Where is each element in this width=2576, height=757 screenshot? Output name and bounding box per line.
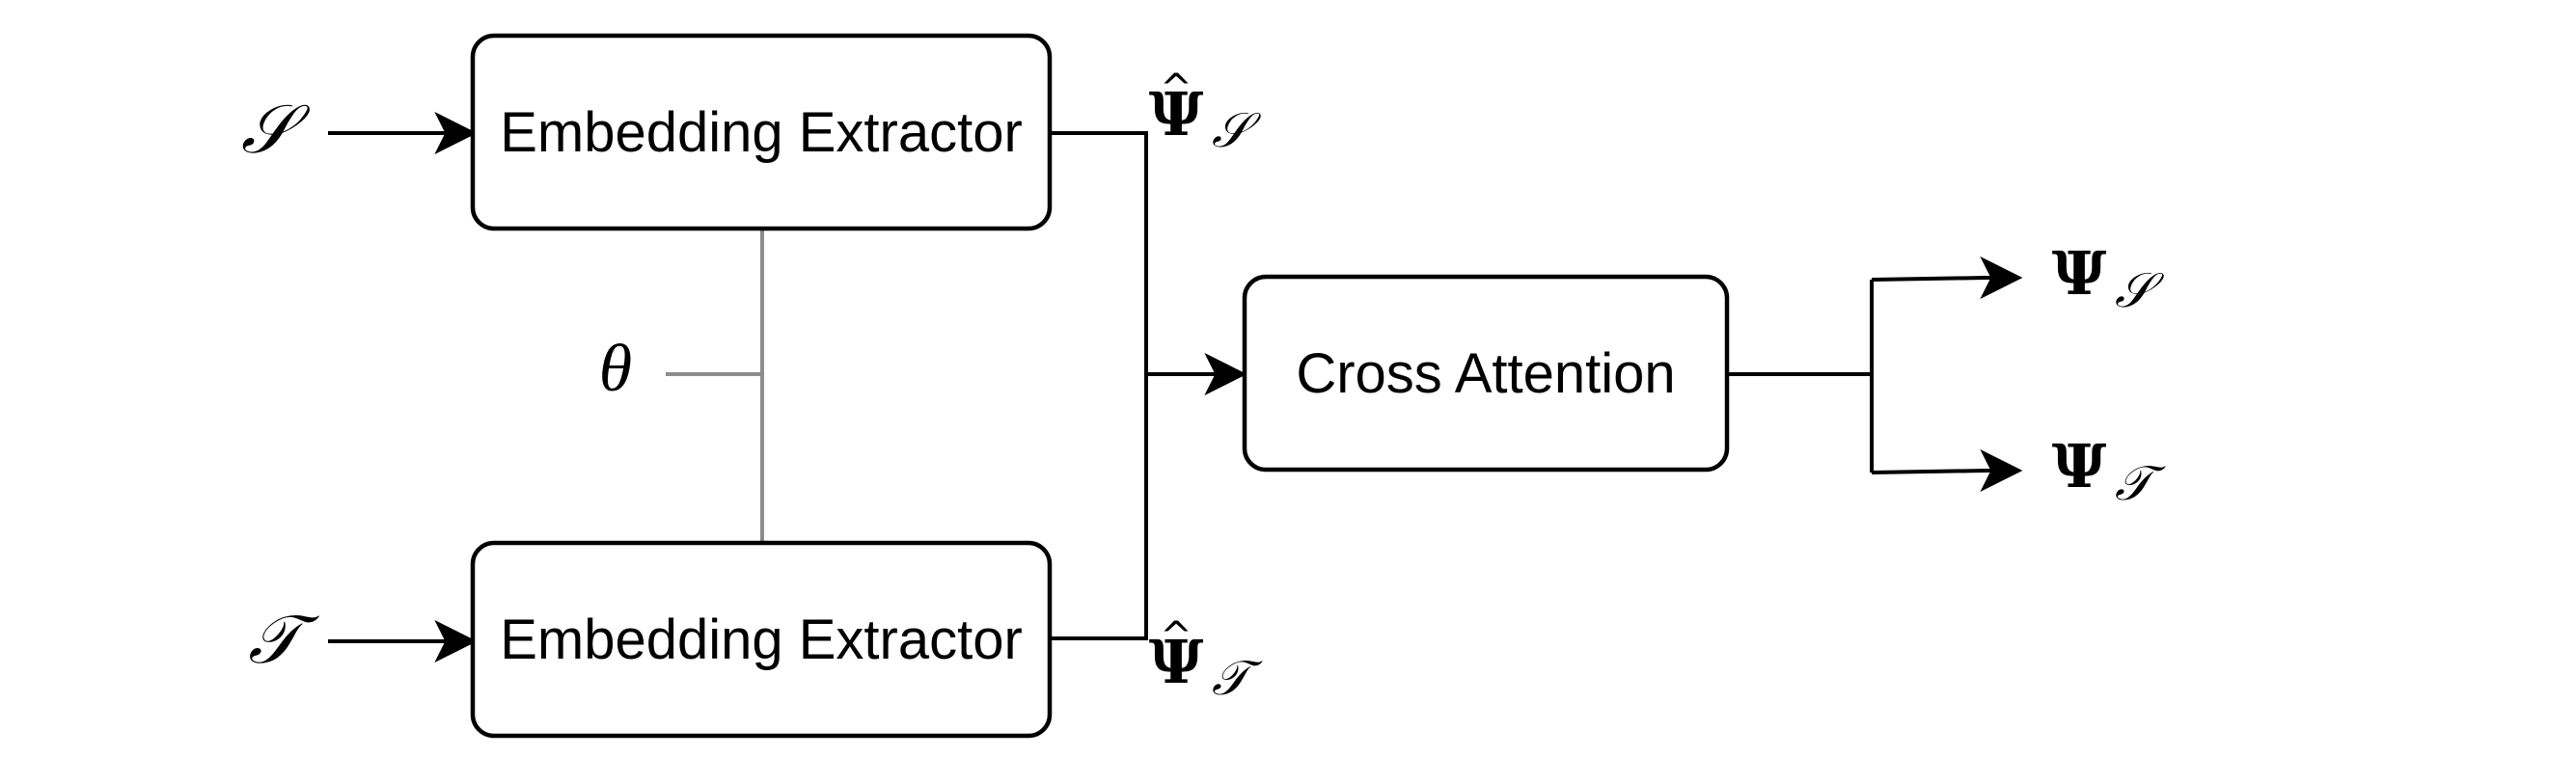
psi-target-output-label: Ψ 𝒯 [2052, 431, 2166, 510]
svg-text:𝒯: 𝒯 [1212, 651, 1263, 705]
psi-hat-target-label: ^ Ψ 𝒯 [1149, 614, 1263, 705]
embedding-extractor-top-label: Embedding Extractor [500, 101, 1023, 164]
arrow-to-psi-target [1871, 449, 2023, 492]
psi-hat-source-label: ^ Ψ 𝒮 [1149, 67, 1262, 157]
arrow-to-psi-source [1871, 257, 2023, 299]
svg-text:𝒯: 𝒯 [2115, 456, 2166, 510]
psi-source-output-label: Ψ 𝒮 [2052, 238, 2165, 317]
wire-top-extractor-output [1052, 131, 1148, 374]
embedding-extractor-top: Embedding Extractor [470, 33, 1053, 231]
svg-text:Ψ: Ψ [2052, 238, 2107, 309]
svg-text:^: ^ [1160, 614, 1192, 659]
cross-attention-block: Cross Attention [1242, 274, 1730, 473]
embedding-extractor-bottom-label: Embedding Extractor [500, 608, 1023, 671]
svg-text:Ψ: Ψ [2052, 431, 2107, 501]
embedding-extractor-bottom: Embedding Extractor [470, 540, 1053, 739]
input-source-symbol: 𝒮 [241, 94, 311, 168]
svg-text:𝒮: 𝒮 [1212, 103, 1262, 157]
input-target-symbol: 𝒯 [248, 604, 319, 678]
svg-text:Ψ: Ψ [1149, 627, 1204, 697]
svg-text:Ψ: Ψ [1149, 79, 1204, 149]
theta-symbol: θ [599, 332, 632, 406]
svg-text:𝒮: 𝒮 [2115, 263, 2165, 317]
svg-text:^: ^ [1160, 67, 1192, 111]
wire-bottom-extractor-output [1052, 374, 1148, 640]
cross-attention-label: Cross Attention [1296, 342, 1675, 405]
